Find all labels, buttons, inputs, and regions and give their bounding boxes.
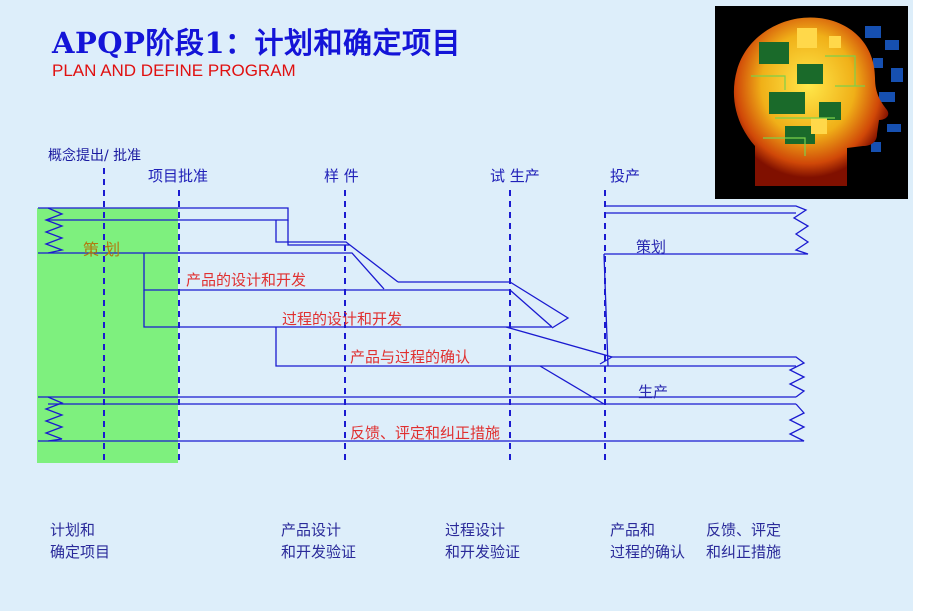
planning-step xyxy=(275,220,399,283)
phase-1-line1: 计划和 xyxy=(50,521,96,539)
phase-5-caption: 反馈、评定 和纠正措施 xyxy=(706,519,781,563)
phase-4-caption: 产品和 过程的确认 xyxy=(610,519,685,563)
planning-band-bottom xyxy=(48,252,385,290)
product-design-taper xyxy=(398,281,570,329)
validation-label: 产品与过程的确认 xyxy=(350,348,471,366)
phase-2-line2: 和开发验证 xyxy=(281,543,357,561)
validation-taper xyxy=(505,326,614,365)
validation-line xyxy=(275,327,796,367)
phase-5-line1: 反馈、评定 xyxy=(706,521,782,539)
phase-3-line2: 和开发验证 xyxy=(445,543,521,561)
planning-label-right: 策划 xyxy=(636,238,667,256)
phase-2-caption: 产品设计 和开发验证 xyxy=(281,519,356,563)
feedback-line xyxy=(48,403,806,442)
production-left-break xyxy=(38,396,64,442)
process-design-label: 过程的设计和开发 xyxy=(282,310,403,328)
phase-3-line1: 过程设计 xyxy=(445,521,506,539)
page-title: APQP阶段1：计划和确定项目 xyxy=(52,26,462,60)
phase-3-caption: 过程设计 和开发验证 xyxy=(445,519,520,563)
page-subtitle: PLAN AND DEFINE PROGRAM xyxy=(52,61,296,80)
program-approval-label: 项目批准 xyxy=(148,167,209,185)
circuit-brain-head-icon xyxy=(715,6,908,199)
production-label: 生产 xyxy=(638,383,669,401)
phase-4-line2: 过程的确认 xyxy=(610,543,686,561)
production-line xyxy=(48,396,796,405)
process-design-line xyxy=(143,289,553,328)
phase-1-caption: 计划和 确定项目 xyxy=(50,519,110,563)
product-design-label: 产品的设计和开发 xyxy=(186,271,307,289)
planning-right-band xyxy=(604,205,810,255)
phase-1-line2: 确定项目 xyxy=(50,543,111,561)
feedback-label: 反馈、评定和纠正措施 xyxy=(350,424,501,442)
concept-approval-label: 概念提出/ 批准 xyxy=(48,148,142,164)
phase-4-line1: 产品和 xyxy=(610,521,656,539)
validation-right-break xyxy=(612,356,806,398)
planning-left-break xyxy=(38,207,65,254)
production-taper xyxy=(539,365,605,405)
prototype-label: 样 件 xyxy=(324,167,359,185)
planning-label-left: 策 划 xyxy=(83,240,121,259)
phase-2-line1: 产品设计 xyxy=(281,521,342,539)
phase-5-line2: 和纠正措施 xyxy=(706,543,782,561)
launch-label: 投产 xyxy=(610,167,641,185)
pilot-production-label: 试 生产 xyxy=(490,167,540,185)
